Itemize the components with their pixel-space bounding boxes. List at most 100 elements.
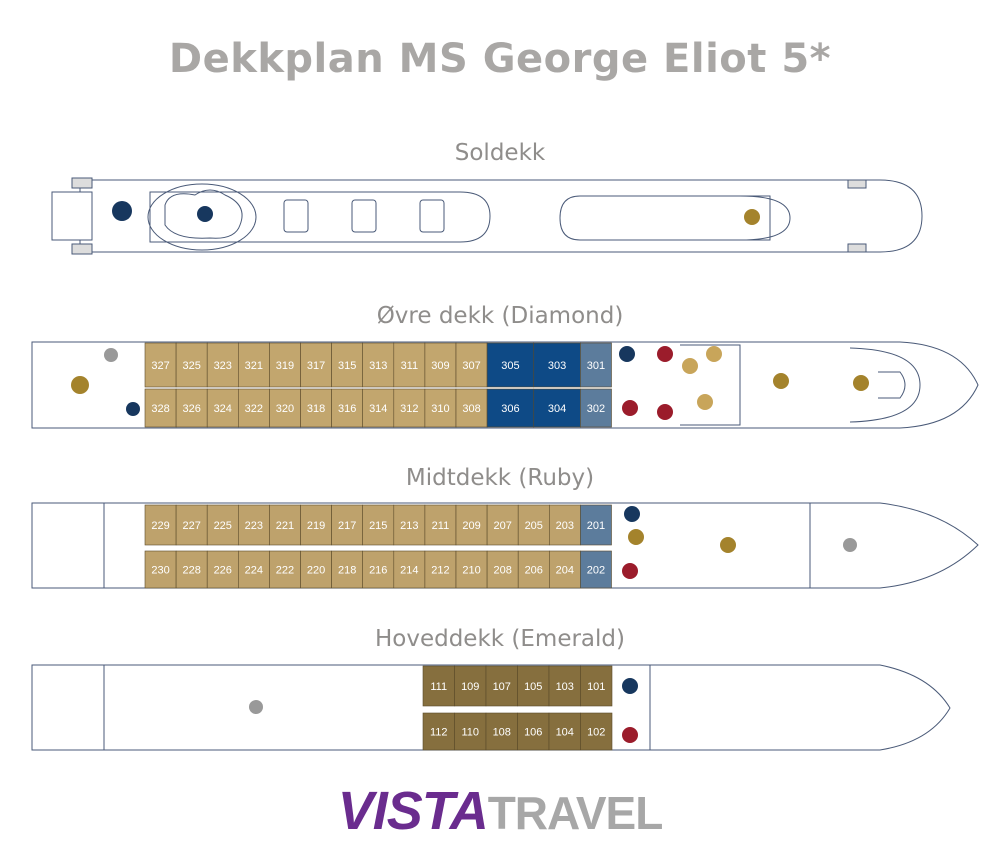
cabin-305[interactable]	[486, 342, 535, 388]
cabin-number: 217	[338, 520, 356, 532]
cabin-107[interactable]	[485, 665, 518, 707]
cabin-208[interactable]	[486, 550, 519, 589]
cabin-number: 309	[431, 360, 449, 372]
deck-label-ovre: Øvre dekk (Diamond)	[376, 303, 624, 329]
cabin-309[interactable]	[424, 342, 457, 388]
cabin-205[interactable]	[517, 504, 550, 546]
cabin-number: 220	[307, 565, 325, 577]
cabin-319[interactable]	[269, 342, 301, 388]
cabin-325[interactable]	[175, 342, 208, 388]
chef-icon	[104, 348, 118, 362]
cabin-209[interactable]	[455, 504, 488, 546]
cabin-225[interactable]	[206, 504, 239, 546]
shop-icon	[706, 346, 722, 362]
cabin-number: 323	[214, 360, 232, 372]
cabin-320[interactable]	[269, 388, 301, 428]
cabin-number: 326	[182, 403, 200, 415]
cabin-304[interactable]	[533, 388, 581, 428]
cabin-213[interactable]	[393, 504, 426, 546]
coffee-icon	[628, 529, 644, 545]
cabin-308[interactable]	[455, 388, 488, 428]
cabin-217[interactable]	[331, 504, 364, 546]
cabin-227[interactable]	[175, 504, 208, 546]
cabin-108[interactable]	[485, 712, 518, 751]
cabin-222[interactable]	[269, 550, 301, 589]
cabin-327[interactable]	[144, 342, 177, 388]
cabin-310[interactable]	[424, 388, 457, 428]
cabin-number: 102	[587, 727, 605, 739]
cabin-229[interactable]	[144, 504, 177, 546]
cabin-312[interactable]	[393, 388, 426, 428]
cabin-220[interactable]	[300, 550, 332, 589]
cabin-204[interactable]	[548, 550, 581, 589]
cabin-109[interactable]	[454, 665, 487, 707]
cabin-103[interactable]	[548, 665, 581, 707]
cabin-322[interactable]	[238, 388, 270, 428]
main-deck	[31, 664, 951, 751]
cabin-number: 306	[501, 403, 519, 415]
cabin-number: 111	[430, 681, 447, 693]
cabin-306[interactable]	[486, 388, 535, 428]
cabin-201[interactable]	[580, 504, 612, 546]
page-title: Dekkplan MS George Eliot 5*	[168, 36, 832, 82]
cabin-number: 201	[587, 520, 605, 532]
cabin-307[interactable]	[455, 342, 488, 388]
cabin-number: 105	[524, 681, 542, 693]
cabin-230[interactable]	[144, 550, 177, 589]
cabin-number: 214	[400, 565, 418, 577]
laundry-icon	[249, 700, 263, 714]
sun-deck	[51, 177, 923, 255]
cabin-315[interactable]	[331, 342, 364, 388]
cabin-221[interactable]	[269, 504, 301, 546]
cabin-number: 222	[276, 565, 294, 577]
cabin-324[interactable]	[206, 388, 239, 428]
cabin-326[interactable]	[175, 388, 208, 428]
cabin-number: 216	[369, 565, 387, 577]
cabin-number: 207	[493, 520, 511, 532]
cabin-301[interactable]	[580, 342, 612, 388]
cabin-number: 225	[214, 520, 232, 532]
cabin-214[interactable]	[393, 550, 426, 589]
cabin-110[interactable]	[454, 712, 487, 751]
cabin-number: 317	[307, 360, 325, 372]
cabin-number: 106	[524, 727, 542, 739]
cabin-106[interactable]	[517, 712, 550, 751]
cabin-101[interactable]	[580, 665, 613, 707]
cabin-105[interactable]	[517, 665, 550, 707]
cabin-224[interactable]	[238, 550, 270, 589]
restaurant-icon	[71, 376, 89, 394]
cabin-313[interactable]	[362, 342, 395, 388]
cabin-112[interactable]	[422, 712, 455, 751]
cabin-228[interactable]	[175, 550, 208, 589]
cabin-number: 227	[182, 520, 200, 532]
cabin-number: 228	[182, 565, 200, 577]
cabin-328[interactable]	[144, 388, 177, 428]
cabin-number: 304	[548, 403, 566, 415]
cabin-number: 221	[276, 520, 294, 532]
cabin-number: 328	[151, 403, 169, 415]
cabin-311[interactable]	[393, 342, 426, 388]
cabin-102[interactable]	[580, 712, 613, 751]
cabin-111[interactable]	[422, 665, 455, 707]
cabin-321[interactable]	[238, 342, 270, 388]
cabin-number: 212	[431, 565, 449, 577]
cabin-number: 308	[462, 403, 480, 415]
cabin-316[interactable]	[331, 388, 364, 428]
cabin-207[interactable]	[486, 504, 519, 546]
cabin-302[interactable]	[580, 388, 612, 428]
cabin-317[interactable]	[300, 342, 332, 388]
cabin-318[interactable]	[300, 388, 332, 428]
cabin-323[interactable]	[206, 342, 239, 388]
cabin-202[interactable]	[580, 550, 612, 589]
cabin-number: 203	[556, 520, 574, 532]
cabin-number: 322	[245, 403, 263, 415]
cabin-218[interactable]	[331, 550, 364, 589]
cabin-number: 321	[245, 360, 263, 372]
cabin-223[interactable]	[238, 504, 270, 546]
cabin-219[interactable]	[300, 504, 332, 546]
cabin-number: 313	[369, 360, 387, 372]
cabin-303[interactable]	[533, 342, 581, 388]
cabin-number: 224	[245, 565, 263, 577]
cabin-215[interactable]	[362, 504, 395, 546]
